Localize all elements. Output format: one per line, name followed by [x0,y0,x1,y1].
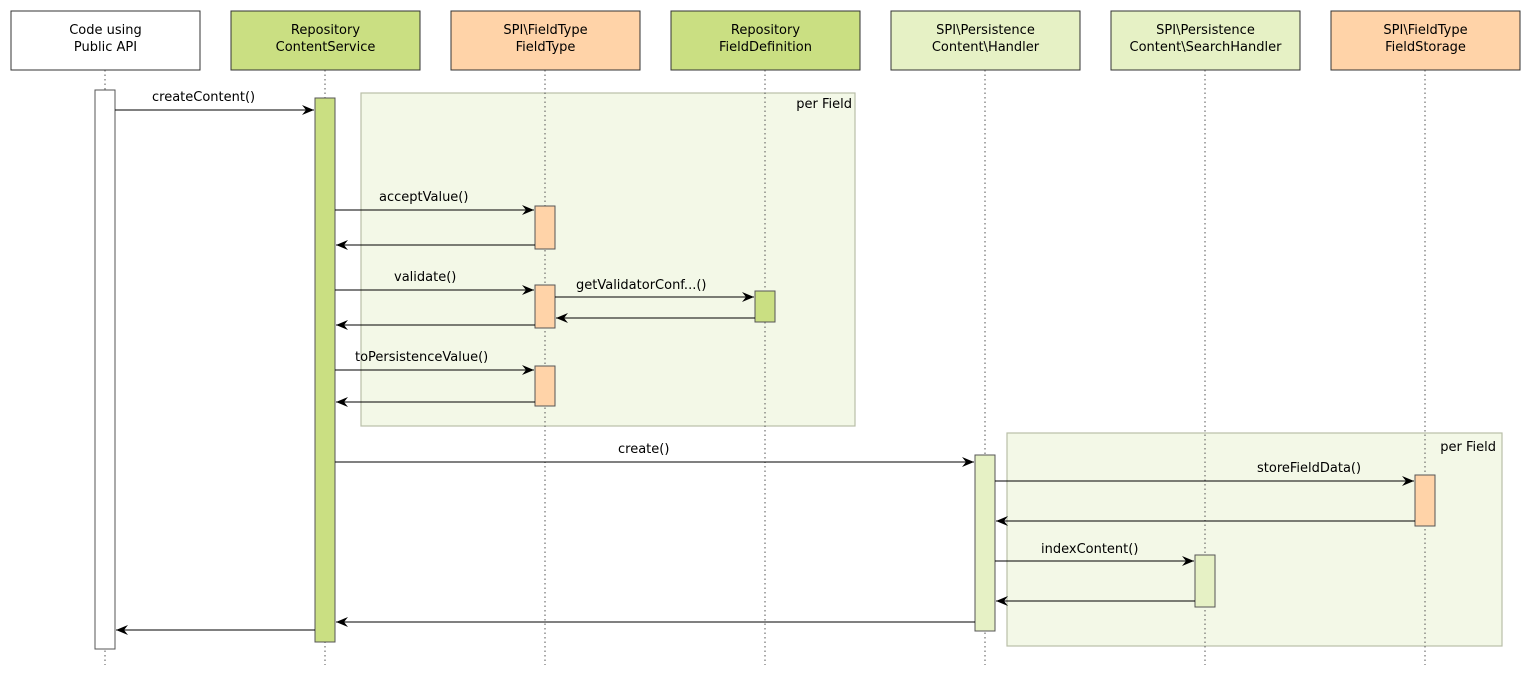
participant-label: SPI\Persistence [1156,23,1255,38]
activation-code [94,89,116,650]
activation-fieldtype-validate [534,284,556,329]
message-label: toPersistenceValue() [355,350,488,365]
message-label: validate() [394,270,456,285]
messages: createContent() acceptValue() validate()… [115,90,1415,635]
participant-contenthandler: SPI\Persistence Content\Handler [890,10,1081,71]
participant-label: Public API [74,40,137,55]
frame-label: per Field [1440,440,1496,455]
participant-fieldtype: SPI\FieldType FieldType [450,10,641,71]
activation-fieldtype-accept [534,205,556,250]
participant-label: ContentService [276,40,376,55]
activation-searchhandler [1194,554,1216,608]
message-label: createContent() [152,90,255,105]
participant-fieldstorage: SPI\FieldType FieldStorage [1330,10,1521,71]
participant-code: Code using Public API [10,10,201,71]
message-create: create() [335,442,974,467]
participant-contentservice: Repository ContentService [230,10,421,71]
activation-fieldtype-persist [534,365,556,407]
frame-per-field-storage: per Field [1006,432,1503,647]
participant-label: FieldStorage [1385,40,1466,55]
participant-label: Code using [69,23,142,38]
activation-contentservice [314,97,336,643]
participant-label: FieldDefinition [719,40,812,55]
participant-searchhandler: SPI\Persistence Content\SearchHandler [1110,10,1301,71]
activation-contenthandler [974,454,996,632]
frame-per-field-fieldtype: per Field [360,92,856,427]
participant-label: Repository [731,23,800,38]
message-validate: validate() [335,270,534,295]
message-label: storeFieldData() [1257,461,1361,476]
message-label: create() [618,442,669,457]
participant-label: FieldType [516,40,576,55]
participant-label: SPI\FieldType [1383,23,1467,38]
frame-label: per Field [796,97,852,112]
message-createcontent: createContent() [115,90,314,115]
message-label: indexContent() [1041,542,1138,557]
activation-fieldstorage [1414,474,1436,527]
participant-label: Repository [291,23,360,38]
participant-label: Content\SearchHandler [1130,40,1283,55]
activations [94,89,1436,650]
message-storefielddata: storeFieldData() [995,461,1414,486]
message-getvalidatorconf: getValidatorConf...() [555,278,754,302]
participant-label: SPI\Persistence [936,23,1035,38]
participant-label: SPI\FieldType [503,23,587,38]
message-acceptvalue: acceptValue() [335,190,534,215]
participant-label: Content\Handler [932,40,1040,55]
message-topersistencevalue: toPersistenceValue() [335,350,534,375]
message-label: getValidatorConf...() [576,278,706,293]
message-indexcontent: indexContent() [995,542,1194,566]
activation-fielddefinition [754,290,776,323]
message-label: acceptValue() [379,190,468,205]
participant-fielddefinition: Repository FieldDefinition [670,10,861,71]
